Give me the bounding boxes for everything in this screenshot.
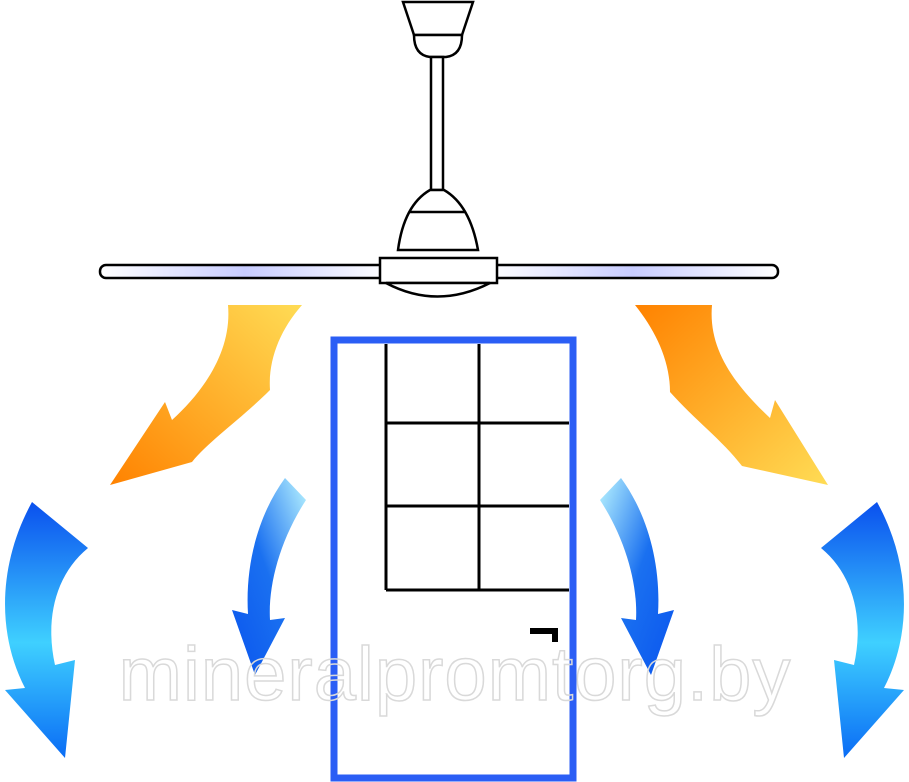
fan-downrod [429, 55, 445, 192]
cool-air-arrow-far-left [5, 502, 88, 758]
cool-air-arrow-inner-right [600, 478, 674, 675]
fan-hub [378, 256, 499, 285]
fan-blade-left [98, 263, 392, 280]
cool-air-arrow-far-right [821, 502, 904, 758]
warm-air-arrow-right [635, 305, 828, 485]
cool-air-arrow-inner-left [232, 478, 306, 675]
warm-air-arrow-left [110, 305, 302, 485]
fan-motor-housing [396, 188, 480, 252]
fan-light-bowl [385, 281, 491, 298]
fan-blade-right [486, 263, 780, 280]
door-window-grid [384, 344, 569, 592]
door [330, 336, 577, 782]
watermark-text: mineralpromtorg.by [119, 632, 792, 717]
door-frame [330, 336, 577, 782]
fan-canopy [401, 0, 475, 37]
ceiling-fan [98, 0, 780, 298]
door-handle [530, 628, 558, 642]
fan-canopy-cup [412, 33, 464, 59]
